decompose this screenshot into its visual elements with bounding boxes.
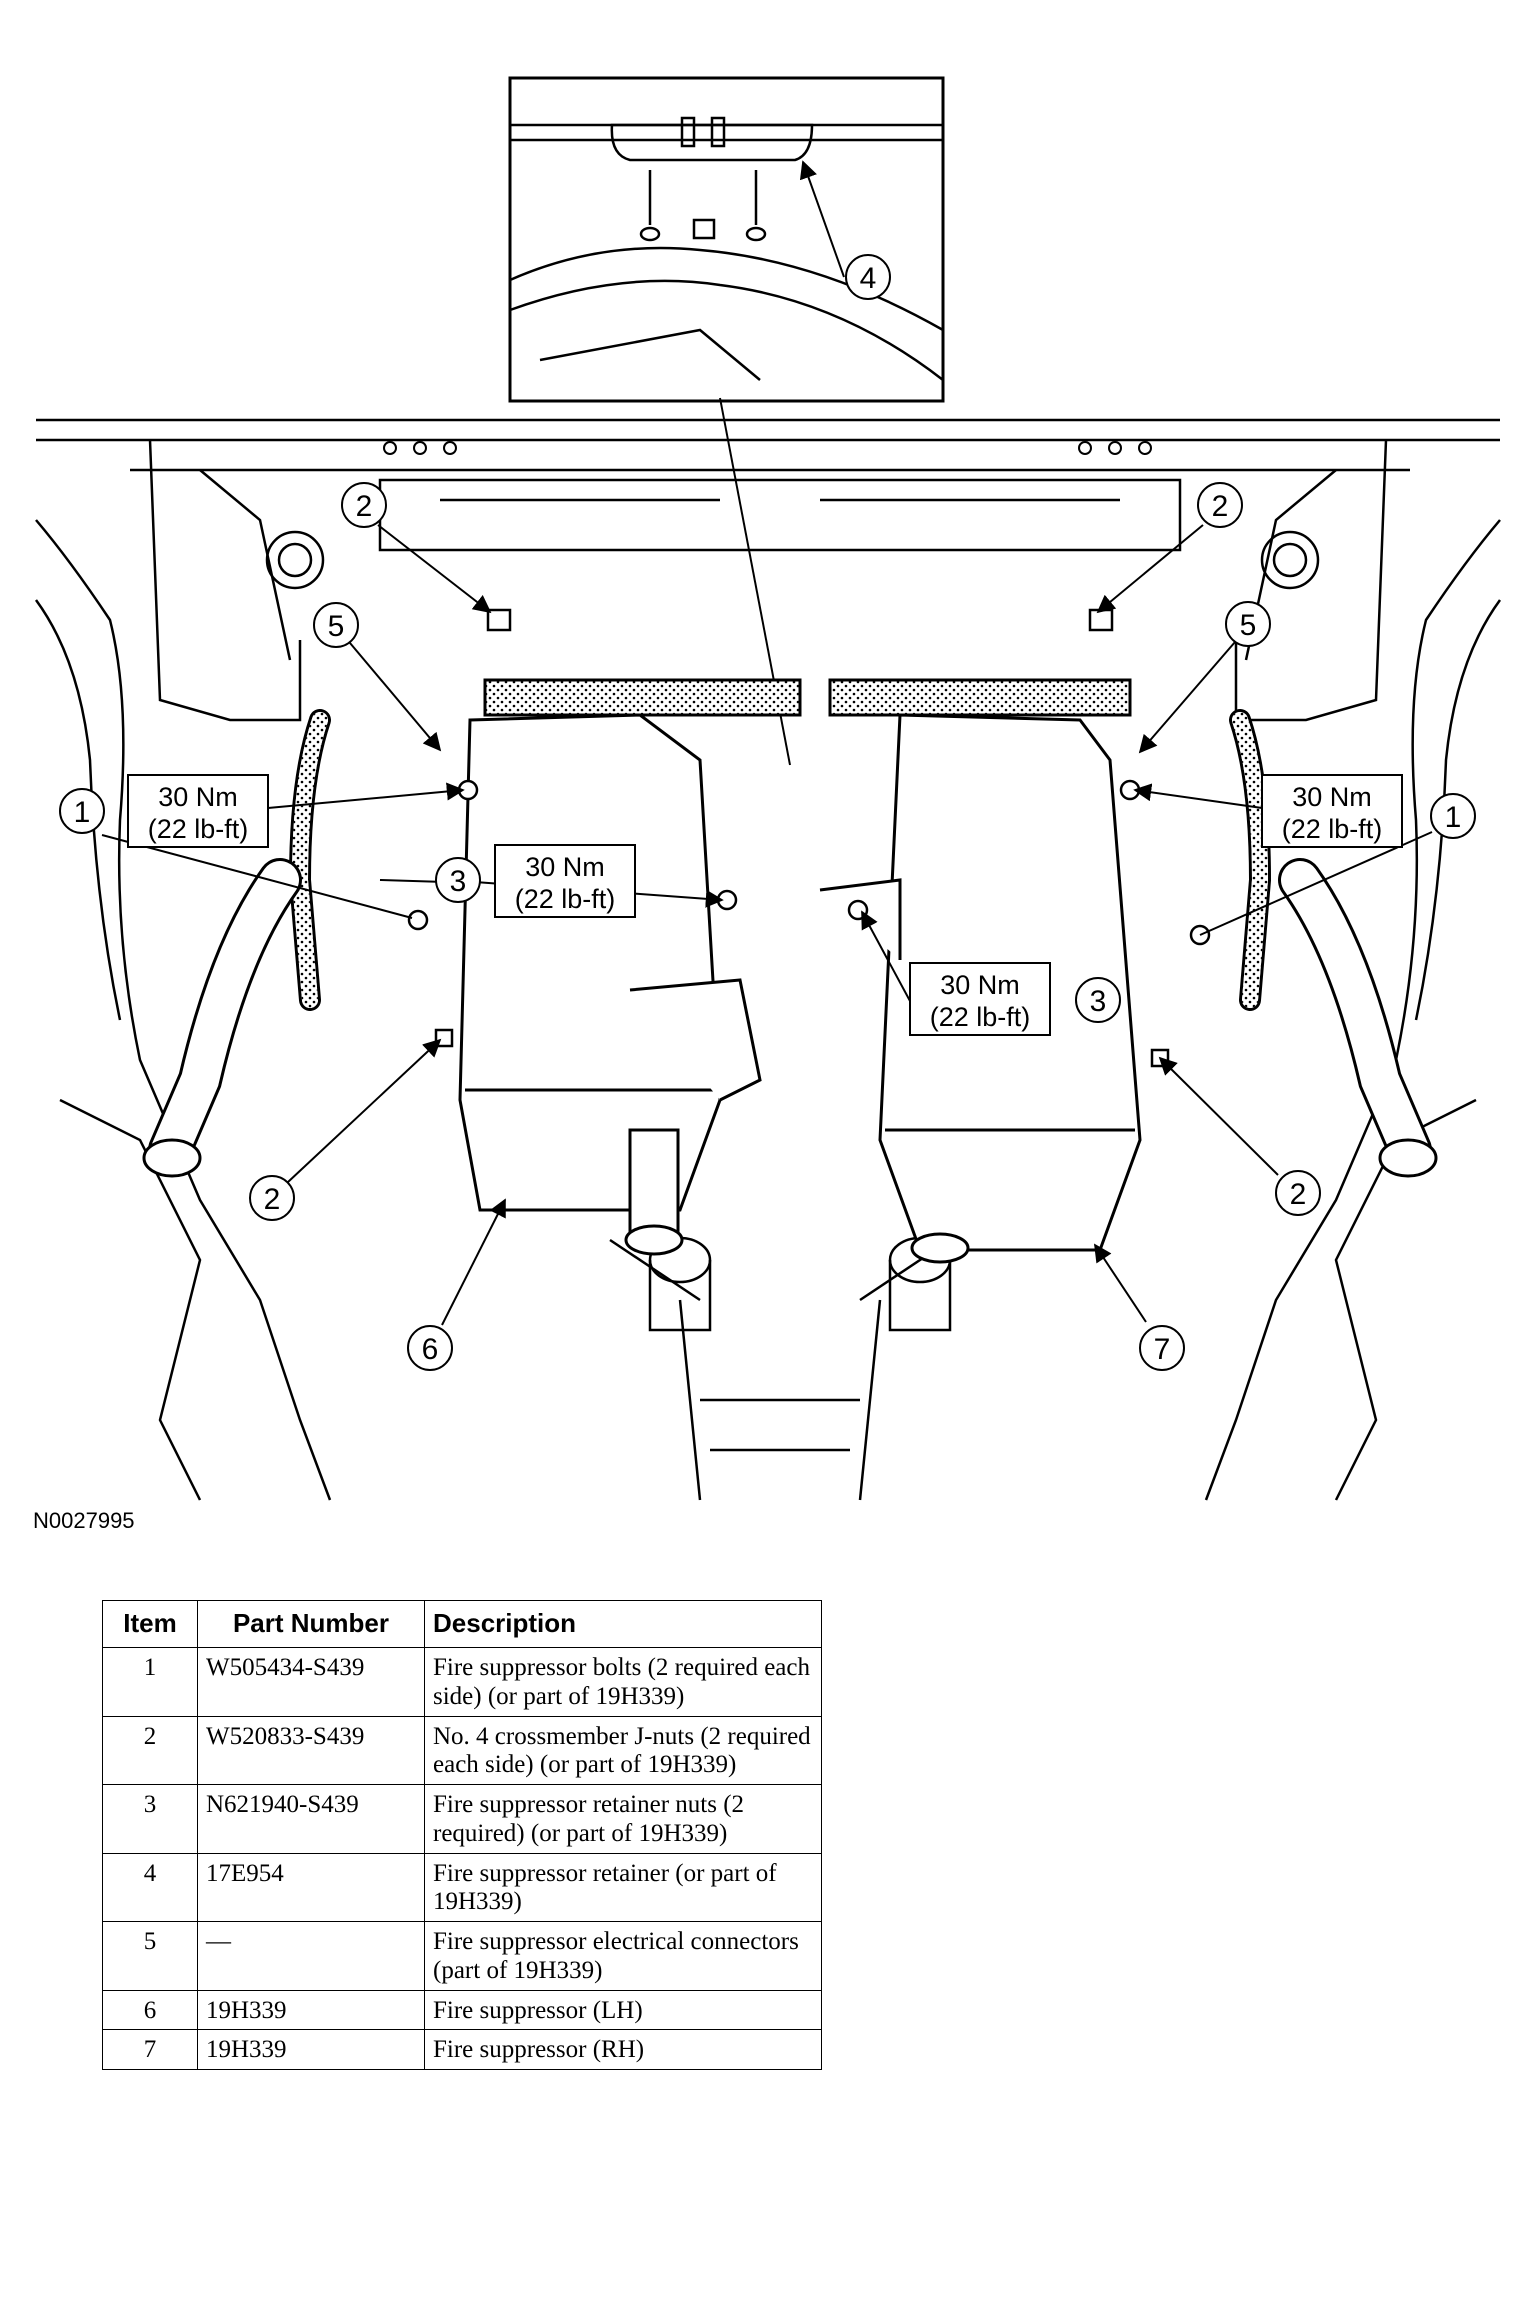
cell-item: 4 [102,1852,198,1922]
table-row: 1 W505434-S439 Fire suppressor bolts (2 … [102,1647,822,1717]
cell-part-number: 17E954 [197,1852,425,1922]
cell-description: Fire suppressor retainer nuts (2 require… [424,1784,822,1854]
callout-6: 6 [407,1325,453,1371]
cell-description: Fire suppressor (LH) [424,1989,822,2031]
svg-text:(22 lb-ft): (22 lb-ft) [1282,814,1383,844]
torque-label-center-right: 30 Nm (22 lb-ft) [909,962,1051,1036]
cell-item: 5 [102,1921,198,1991]
svg-text:(22 lb-ft): (22 lb-ft) [515,884,616,914]
parts-table: Item Part Number Description 1 W505434-S… [102,1600,822,2070]
cell-description: Fire suppressor (RH) [424,2029,822,2070]
svg-text:4: 4 [860,262,877,295]
cell-description: Fire suppressor bolts (2 required each s… [424,1647,822,1717]
svg-text:2: 2 [1212,490,1229,523]
svg-text:1: 1 [74,796,91,829]
callout-2-upper-right: 2 [1197,482,1243,528]
table-row: 3 N621940-S439 Fire suppressor retainer … [102,1784,822,1854]
callout-1-left: 1 [59,788,105,834]
callout-4: 4 [845,254,891,300]
svg-text:(22 lb-ft): (22 lb-ft) [930,1002,1031,1032]
cell-description: Fire suppressor electrical connectors (p… [424,1921,822,1991]
cell-part-number: N621940-S439 [197,1784,425,1854]
cell-description: Fire suppressor retainer (or part of 19H… [424,1852,822,1922]
table-header-row: Item Part Number Description [102,1600,822,1648]
fire-suppressor-lh [458,713,762,1256]
svg-text:30 Nm: 30 Nm [940,970,1020,1000]
svg-text:2: 2 [1290,1178,1307,1211]
svg-text:2: 2 [264,1183,281,1216]
callout-5-left: 5 [313,602,359,648]
table-row: 2 W520833-S439 No. 4 crossmember J-nuts … [102,1715,822,1785]
torque-label-left: 30 Nm (22 lb-ft) [127,774,269,848]
callout-2-lower-right: 2 [1275,1170,1321,1216]
torque-label-right: 30 Nm (22 lb-ft) [1261,774,1403,848]
svg-text:3: 3 [1090,985,1107,1018]
svg-text:1: 1 [1445,801,1462,834]
svg-text:30 Nm: 30 Nm [525,852,605,882]
svg-text:(22 lb-ft): (22 lb-ft) [148,814,249,844]
svg-text:3: 3 [450,865,467,898]
svg-text:30 Nm: 30 Nm [158,782,238,812]
header-description: Description [424,1600,822,1648]
table-row: 7 19H339 Fire suppressor (RH) [102,2029,822,2070]
callout-2-upper-left: 2 [341,482,387,528]
callout-3-left: 3 [435,857,481,903]
callout-7: 7 [1139,1325,1185,1371]
callout-5-right: 5 [1225,601,1271,647]
table-row: 5 — Fire suppressor electrical connector… [102,1921,822,1991]
cell-part-number: W505434-S439 [197,1647,425,1717]
cell-item: 1 [102,1647,198,1717]
cell-item: 3 [102,1784,198,1854]
svg-text:7: 7 [1154,1333,1171,1366]
svg-text:6: 6 [422,1333,439,1366]
hoses [142,678,1438,1178]
table-row: 4 17E954 Fire suppressor retainer (or pa… [102,1852,822,1922]
cell-item: 6 [102,1989,198,2031]
cell-description: No. 4 crossmember J-nuts (2 required eac… [424,1715,822,1785]
cell-part-number: 19H339 [197,2029,425,2070]
fire-suppressor-diagram: 30 Nm (22 lb-ft) 30 Nm (22 lb-ft) 30 Nm … [34,76,1502,1501]
callout-1-right: 1 [1430,793,1476,839]
svg-text:30 Nm: 30 Nm [1292,782,1372,812]
cell-part-number: 19H339 [197,1989,425,2031]
svg-text:5: 5 [328,610,345,643]
cell-part-number: — [197,1921,425,1991]
svg-text:2: 2 [356,490,373,523]
cell-item: 7 [102,2029,198,2070]
svg-text:5: 5 [1240,609,1257,642]
header-item: Item [102,1600,198,1648]
callout-3-right: 3 [1075,977,1121,1023]
table-row: 6 19H339 Fire suppressor (LH) [102,1989,822,2031]
cell-item: 2 [102,1715,198,1785]
callout-2-lower-left: 2 [249,1175,295,1221]
torque-label-center-left: 30 Nm (22 lb-ft) [494,844,636,918]
cell-part-number: W520833-S439 [197,1715,425,1785]
figure-id: N0027995 [33,1508,135,1533]
retainer-inset [508,76,945,403]
header-part-number: Part Number [197,1600,425,1648]
